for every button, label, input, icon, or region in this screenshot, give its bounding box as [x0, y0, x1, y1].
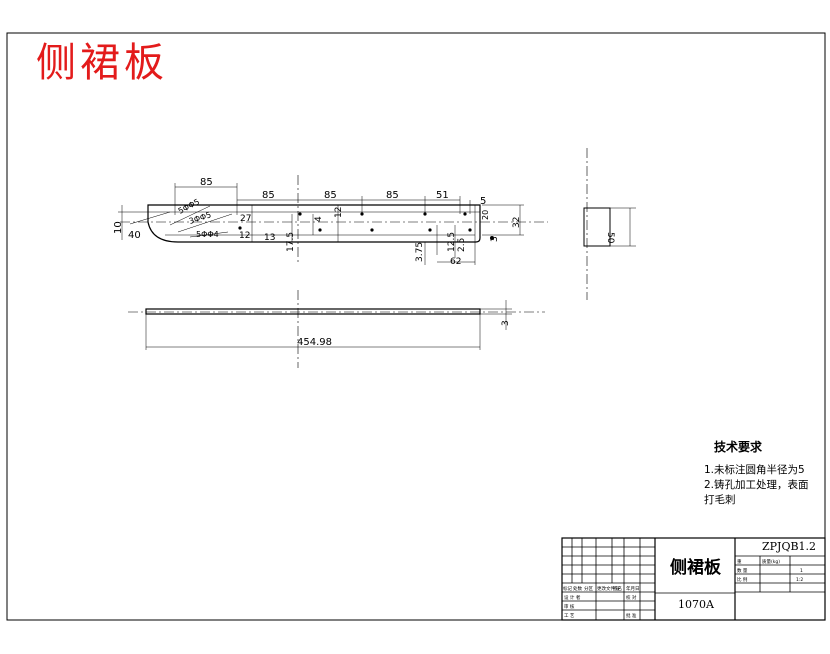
tb-label-count: 处数: [573, 585, 582, 592]
title-block-grid: [561, 537, 826, 621]
dim-top-1: 85: [200, 177, 213, 188]
tb-value-scale: 1:2: [796, 577, 803, 583]
title-block-labels: 标记 处数 分区 更改文件号 签名 年月日 设 计 者 校 对 审 核 工 艺 …: [563, 558, 803, 619]
dim-top-5: 51: [436, 190, 449, 201]
dim-right-20: 20: [481, 210, 490, 220]
dim-thickness: 3: [501, 320, 511, 326]
dim-left-40: 40: [128, 230, 141, 241]
dim-right-32: 32: [512, 217, 522, 228]
tb-label-quantity: 数 量: [737, 567, 748, 574]
dim-hole-1: 5ΦΦ5: [177, 197, 201, 216]
requirement-item-1: 1.未标注圆角半径为5: [704, 464, 805, 476]
dim-left-10: 10: [113, 221, 124, 234]
tb-label-change: 更改文件号: [597, 585, 620, 592]
dim-small-17-5: 17.5: [286, 232, 296, 252]
dim-top-3: 85: [324, 190, 337, 201]
tb-label-weight-unit: 质量(kg): [762, 558, 780, 565]
tb-label-weight: 重: [737, 558, 742, 565]
dim-right-3: 3: [490, 236, 500, 242]
tb-label-sign: 签名: [613, 585, 622, 592]
hole-marks: [238, 212, 494, 240]
dim-side-50: 50: [605, 232, 615, 244]
dim-small-12b: 12: [334, 207, 344, 218]
dim-small-27: 27: [240, 214, 251, 224]
dim-length: 454.98: [297, 337, 332, 348]
dim-top-6: 5: [480, 196, 486, 207]
dim-small-4: 4: [314, 216, 324, 222]
tb-value-quantity: 1: [800, 568, 803, 574]
dimension-labels: 85 85 85 85 51 5 10 40 5ΦΦ5 3ΦΦ5 5ΦΦ4 27…: [113, 177, 615, 348]
title-block-drawing-no: ZPJQB1.2: [762, 540, 817, 553]
dim-top-2: 85: [262, 190, 275, 201]
dim-hole-2: 3ΦΦ5: [188, 210, 212, 226]
dim-right-62: 62: [450, 257, 461, 267]
requirement-item-2: 2.铸孔加工处理，表面: [704, 479, 809, 491]
tb-label-review: 审 核: [564, 603, 575, 610]
drawing-title: 侧裙板: [36, 40, 168, 86]
dim-small-12a: 12: [239, 231, 250, 241]
tb-label-date: 年月日: [626, 585, 640, 592]
side-view: [583, 148, 636, 300]
tb-label-check: 校 对: [626, 594, 637, 601]
dim-small-13: 13: [264, 233, 275, 243]
front-view: [118, 175, 548, 265]
tb-label-approve: 批 准: [626, 612, 637, 619]
title-block-part-name: 侧裙板: [670, 558, 721, 578]
dim-hole-3: 5ΦΦ4: [196, 230, 219, 239]
requirement-item-3: 打毛刺: [704, 494, 736, 506]
tb-label-scale: 比 例: [737, 576, 748, 583]
dim-right-3-75: 3.75: [415, 242, 425, 262]
tb-label-mark: 标记: [563, 585, 572, 592]
tb-label-process: 工 艺: [564, 613, 575, 619]
dim-top-4: 85: [386, 190, 399, 201]
dim-right-12-5: 12.5: [447, 232, 457, 252]
requirements-heading: 技术要求: [714, 440, 763, 454]
bottom-view: [128, 290, 545, 368]
sheet-border: [6, 32, 826, 621]
title-block-material: 1070A: [678, 598, 714, 611]
tb-label-zone: 分区: [584, 585, 593, 592]
dim-right-2-5: 2.5: [457, 238, 467, 252]
tb-label-designer: 设 计 者: [564, 594, 581, 601]
